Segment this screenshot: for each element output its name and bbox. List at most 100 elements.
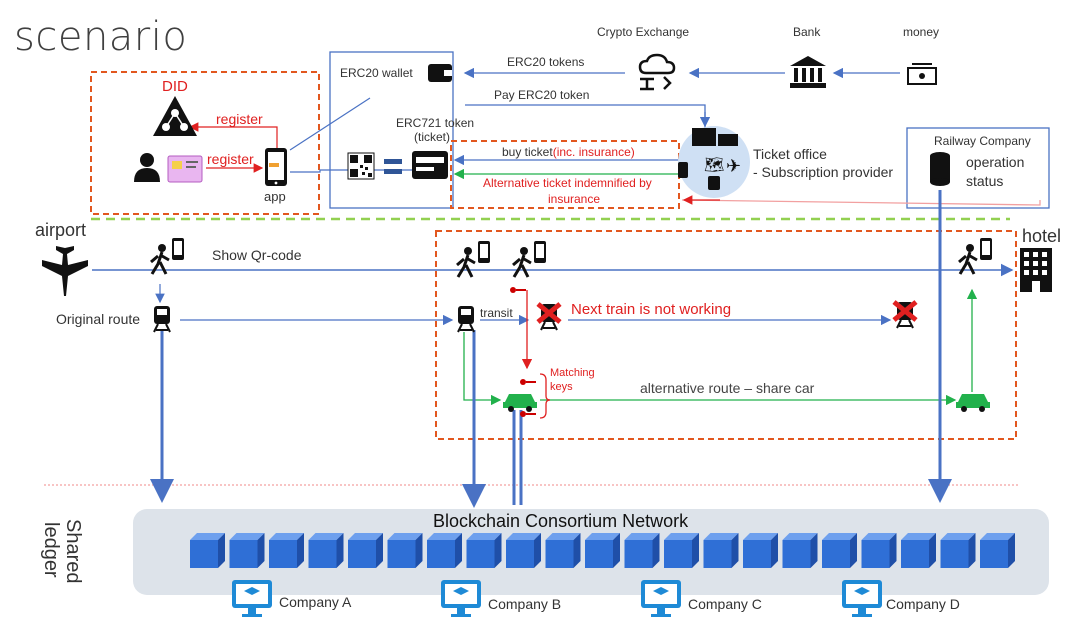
matching-keys-line1: Matching: [550, 367, 595, 379]
blockchain-title: Blockchain Consortium Network: [433, 511, 689, 531]
railway-to-office-line: [681, 199, 1041, 206]
ledger-block: [308, 533, 344, 568]
person-icon: [134, 153, 160, 182]
svg-text:🗺: 🗺: [704, 155, 724, 174]
bank-icon: [790, 56, 826, 88]
ledger-block: [585, 533, 620, 568]
ticket-icon: [412, 151, 448, 179]
erc20-wallet-label: ERC20 wallet: [340, 66, 413, 80]
original-route-label: Original route: [56, 311, 141, 327]
crypto-exchange-icon: [638, 53, 676, 91]
monitor-icon-b: [441, 580, 481, 617]
key-icon-1: [520, 379, 536, 385]
broken-train-next-icon: [892, 300, 918, 329]
buy-ticket-text: buy ticket: [502, 145, 553, 159]
money-icon: [907, 63, 937, 85]
id-card-icon: [167, 155, 203, 183]
hotel-label: hotel: [1022, 226, 1062, 246]
ledger-block: [348, 533, 383, 568]
broken-train-icon: [536, 302, 562, 331]
walker-hotel-icon: [958, 238, 992, 275]
ledger-block: [822, 533, 857, 568]
ledger-block: [624, 533, 660, 568]
erc721-ticket-label: (ticket): [414, 130, 450, 144]
erc721-token-label: ERC721 token: [396, 116, 475, 130]
app-to-wallet-line: [289, 97, 371, 151]
register-top-label: register: [216, 111, 263, 127]
transit-to-car-line: [463, 332, 502, 406]
train-transit-icon: [457, 306, 475, 333]
ledger-block: [269, 533, 304, 568]
ledger-block: [743, 533, 778, 568]
ticket-office-icon: 🗺 ✈: [678, 126, 750, 198]
shared-car-icon: [503, 394, 537, 412]
pay-erc20-label: Pay ERC20 token: [494, 88, 590, 102]
ledger-block: [190, 533, 225, 568]
walker-switch-icon: [512, 241, 546, 278]
equals-icon: [384, 159, 402, 174]
walker-transit-icon: [456, 241, 490, 278]
ledger-block: [466, 533, 502, 568]
matching-keys-line2: keys: [550, 381, 573, 393]
airport-label: airport: [35, 220, 87, 240]
airplane-icon: [42, 246, 88, 296]
app-label: app: [264, 189, 286, 204]
ledger-block: [506, 533, 541, 568]
ticket-office-line1: Ticket office: [753, 146, 827, 162]
shared-ledger-line2: ledger: [40, 522, 62, 578]
crypto-exchange-label: Crypto Exchange: [597, 25, 690, 39]
shared-ledger-line1: Shared: [62, 519, 84, 584]
did-network-icon: [153, 96, 197, 136]
ledger-block: [664, 533, 699, 568]
register-top-arrow: [188, 122, 278, 148]
erc20-tokens-label: ERC20 tokens: [507, 55, 585, 69]
wallet-box: [329, 51, 454, 209]
operation-status-line1: operation: [966, 154, 1025, 170]
company-b-label: Company B: [488, 596, 562, 612]
ticket-office-line2: - Subscription provider: [753, 164, 894, 180]
svg-text:✈: ✈: [726, 156, 741, 177]
railway-company-title: Railway Company: [934, 134, 1031, 148]
app-to-ticket-line: [290, 169, 440, 173]
train-original-icon: [153, 306, 171, 333]
did-box: [90, 71, 320, 215]
money-label: money: [903, 25, 940, 39]
page-title: scenario: [14, 14, 188, 60]
ledger-block: [940, 533, 976, 568]
matching-brace: [539, 373, 551, 419]
hotel-icon: [1020, 248, 1052, 292]
ledger-block: [980, 533, 1015, 568]
pay-erc20-line: [465, 104, 706, 128]
register-bottom-label: register: [207, 151, 254, 167]
not-working-label: Next train is not working: [571, 301, 732, 318]
ledger-blocks: [190, 533, 1015, 568]
shared-car-hotel-icon: [956, 394, 990, 412]
company-d-label: Company D: [886, 596, 960, 612]
operation-status-line2: status: [966, 173, 1004, 189]
buy-ticket-label: buy ticket(inc. insurance): [502, 145, 635, 159]
bank-label: Bank: [793, 25, 821, 39]
key-icon-2: [520, 411, 536, 417]
transit-label: transit: [480, 306, 513, 320]
disruption-box: [435, 230, 1017, 440]
monitor-icon-a: [232, 580, 272, 617]
key-icon-top: [510, 287, 526, 293]
ledger-block: [901, 533, 936, 568]
monitor-icon-d: [842, 580, 882, 617]
ledger-block: [782, 533, 818, 568]
ledger-block: [229, 533, 265, 568]
ledger-block: [861, 533, 897, 568]
ledger-block: [387, 533, 423, 568]
monitor-icon-c: [641, 580, 681, 617]
insurance-text: (inc. insurance): [552, 145, 635, 159]
ledger-block: [545, 533, 581, 568]
qr-code-icon: [347, 152, 375, 180]
smartphone-icon: [265, 148, 287, 186]
alternative-route-label: alternative route – share car: [640, 380, 815, 396]
ledger-block: [703, 533, 739, 568]
company-c-label: Company C: [688, 596, 762, 612]
ledger-block: [427, 533, 462, 568]
alternative-ticket-line2: insurance: [548, 192, 601, 206]
walker-with-phone-icon: [150, 238, 184, 275]
